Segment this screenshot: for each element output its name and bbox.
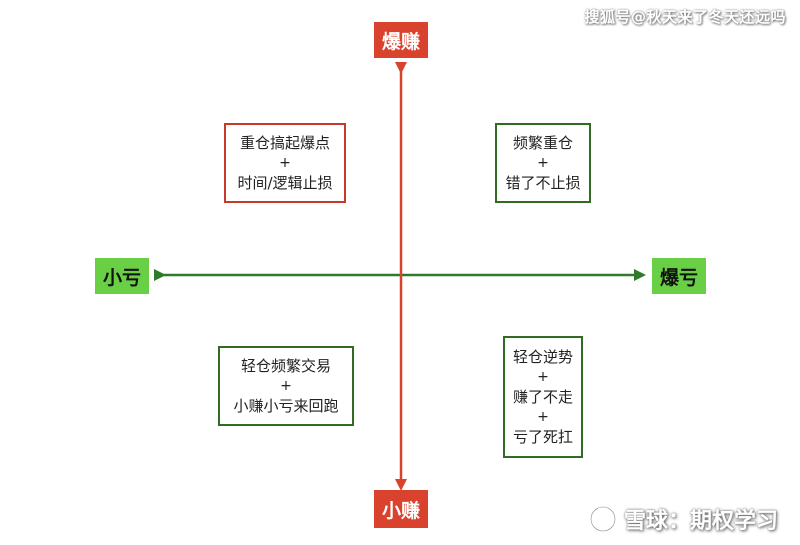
axis-label-left: 小亏 xyxy=(95,258,149,294)
watermark-bottom: 雪球：期权学习 xyxy=(588,503,778,535)
axis-label-bottom: 小赚 xyxy=(374,490,428,528)
quadrant-top-right-line1: 频繁重仓 xyxy=(512,134,573,152)
snowball-logo-icon xyxy=(589,505,617,533)
quadrant-bottom-right-plus1: + xyxy=(537,369,549,385)
quadrant-bottom-right-plus2: + xyxy=(537,409,549,425)
watermark-top: 搜狐号@秋天来了冬天还远吗 xyxy=(584,8,786,26)
quadrant-bottom-left-line2: 小赚小亏来回跑 xyxy=(233,397,339,415)
quadrant-top-right-line2: 错了不止损 xyxy=(505,174,581,192)
quadrant-top-right-plus: + xyxy=(537,155,549,171)
quadrant-bottom-left-plus: + xyxy=(280,378,292,394)
quadrant-bottom-left: 轻仓频繁交易 + 小赚小亏来回跑 xyxy=(218,346,354,426)
quadrant-top-right: 频繁重仓 + 错了不止损 xyxy=(495,123,591,203)
axis-label-top: 爆赚 xyxy=(374,22,428,58)
quadrant-bottom-right: 轻仓逆势 + 赚了不走 + 亏了死扛 xyxy=(503,336,583,458)
quadrant-top-left: 重仓搞起爆点 + 时间/逻辑止损 xyxy=(224,123,346,203)
quadrant-bottom-right-line2: 赚了不走 xyxy=(512,388,573,406)
quadrant-top-left-line1: 重仓搞起爆点 xyxy=(239,134,330,152)
watermark-bottom-text: 雪球：期权学习 xyxy=(623,509,778,534)
quadrant-bottom-right-line3: 亏了死扛 xyxy=(512,428,573,446)
axis-label-right: 爆亏 xyxy=(652,258,706,294)
quadrant-top-left-plus: + xyxy=(279,155,291,171)
quadrant-top-left-line2: 时间/逻辑止损 xyxy=(237,174,333,192)
quadrant-bottom-right-line1: 轻仓逆势 xyxy=(512,348,573,366)
quadrant-bottom-left-line1: 轻仓频繁交易 xyxy=(240,357,331,375)
